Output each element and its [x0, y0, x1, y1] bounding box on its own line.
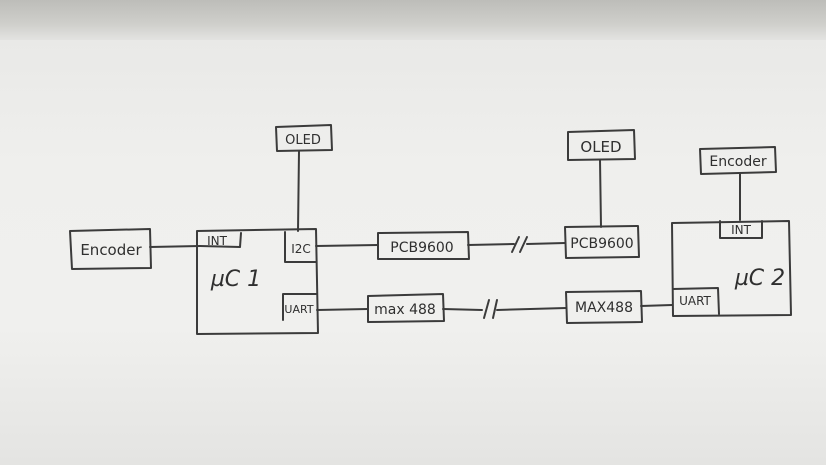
encoder-right-label: Encoder: [709, 154, 766, 170]
pcb-right-label: PCB9600: [570, 236, 633, 252]
wire-oled-right-to-pcb: [599, 159, 602, 228]
mc1-int-port: [199, 232, 242, 248]
max-right-label: MAX488: [575, 300, 633, 316]
encoder-right-box: Encoder: [699, 146, 777, 175]
wire-break-to-max-right: [496, 307, 567, 311]
mc1-i2c-label: I2C: [291, 242, 311, 256]
max-left-label: max 488: [374, 302, 436, 318]
encoder-left-label: Encoder: [80, 241, 142, 259]
encoder-left-box: Encoder: [69, 228, 152, 270]
mc2-uart-label: UART: [679, 294, 711, 308]
wire-uart-to-max-left: [316, 308, 369, 311]
mc2-int-label: INT: [731, 223, 752, 237]
wire-encoder-to-int: [149, 245, 201, 248]
wire-i2c-to-pcb-left: [315, 244, 379, 247]
mc1-i2c-port: [284, 231, 317, 263]
wall-edge: [0, 0, 826, 40]
oled-left-label: OLED: [285, 133, 321, 148]
mc1-name-label: µC 1: [210, 267, 261, 292]
oled-right-label: OLED: [580, 138, 621, 156]
max-right-box: MAX488: [565, 290, 643, 324]
wire-max-right-to-mc2: [640, 304, 673, 307]
wire-break-to-pcb-right: [526, 242, 566, 245]
mc2-int-port: [719, 220, 763, 239]
mc2-uart-port: [672, 287, 720, 315]
wire-pcb-left-to-break: [467, 243, 515, 246]
mc1-block: INT I2C UART µC 1: [196, 228, 319, 335]
mc1-uart-port: [282, 293, 318, 321]
break-mark-bottom: [483, 299, 498, 319]
mc1-int-label: INT: [207, 234, 228, 248]
pcb-left-label: PCB9600: [390, 240, 453, 256]
max-left-box: max 488: [367, 293, 445, 323]
pcb-left-box: PCB9600: [377, 231, 470, 260]
pcb-right-box: PCB9600: [564, 225, 640, 259]
wire-oled-left-to-mc1: [297, 150, 300, 232]
wire-max-left-to-break: [442, 308, 483, 311]
oled-right-box: OLED: [567, 129, 636, 161]
mc2-name-label: µC 2: [734, 266, 785, 291]
mc1-uart-label: UART: [284, 303, 313, 316]
oled-left-box: OLED: [275, 124, 333, 152]
break-mark-top: [511, 236, 528, 253]
mc2-block: INT UART µC 2: [671, 220, 792, 317]
